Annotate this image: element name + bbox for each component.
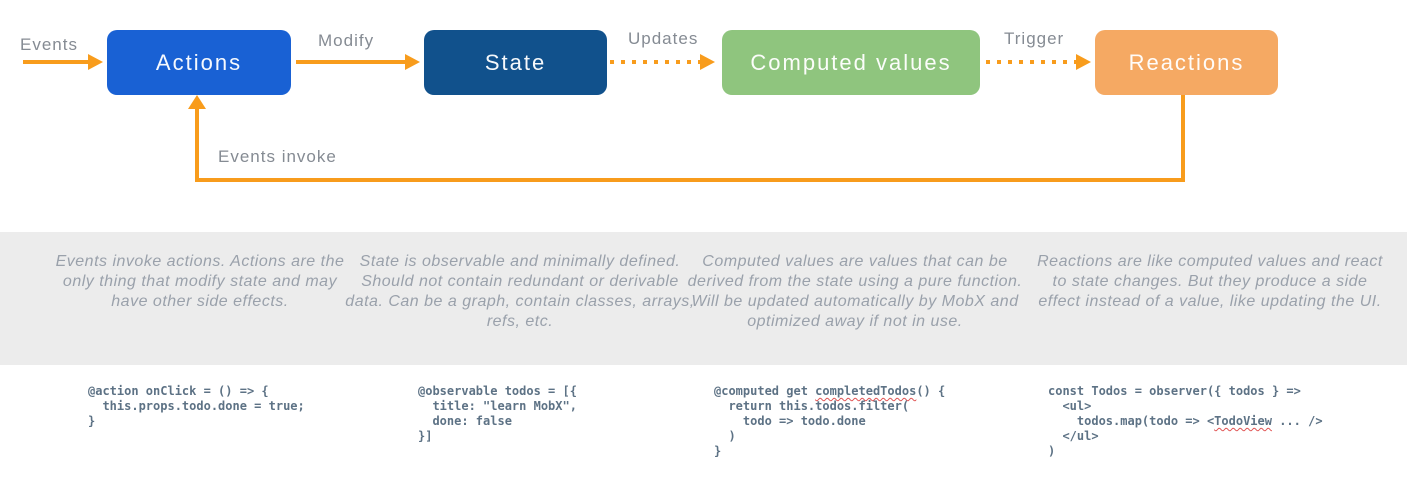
edge-label-updates: Updates xyxy=(628,29,699,48)
node-reactions: Reactions xyxy=(1095,30,1278,95)
updates-dotted-arrow-line xyxy=(610,60,700,64)
description-actions: Events invoke actions. Actions are the o… xyxy=(55,253,345,310)
node-actions: Actions xyxy=(107,30,291,95)
description-reactions: Reactions are like computed values and r… xyxy=(1037,253,1383,310)
node-reactions-label: Reactions xyxy=(1128,49,1245,75)
node-state-label: State xyxy=(484,49,547,75)
feedback-line-vertical-left xyxy=(195,108,199,178)
code-sample-computed: @computed get completedTodos() { return … xyxy=(714,384,946,458)
description-state: State is observable and minimally define… xyxy=(345,253,695,330)
code-sample-observer: const Todos = observer({ todos } => <ul>… xyxy=(1048,384,1323,458)
code-sample-action: @action onClick = () => { this.props.tod… xyxy=(88,384,305,428)
trigger-dotted-arrow-line xyxy=(986,60,1076,64)
modify-arrowhead-icon xyxy=(405,54,420,70)
edge-label-events-invoke: Events invoke xyxy=(218,147,337,166)
modify-arrow-line xyxy=(296,60,406,64)
descriptions-band xyxy=(0,232,1407,365)
edge-label-trigger: Trigger xyxy=(1004,29,1065,48)
feedback-arrowhead-up-icon xyxy=(188,95,206,109)
node-computed-values: Computed values xyxy=(722,30,980,95)
feedback-line-vertical-right xyxy=(1181,95,1185,182)
code-sample-observable: @observable todos = [{ title: "learn Mob… xyxy=(418,384,577,443)
feedback-line-horizontal xyxy=(195,178,1185,182)
node-actions-label: Actions xyxy=(155,49,243,75)
description-computed-values: Computed values are values that can be d… xyxy=(687,253,1023,330)
edge-label-modify: Modify xyxy=(318,31,375,50)
node-state: State xyxy=(424,30,607,95)
node-computed-values-label: Computed values xyxy=(750,49,952,75)
trigger-arrowhead-icon xyxy=(1076,54,1091,70)
edge-label-events: Events xyxy=(20,35,78,54)
events-arrow-line xyxy=(23,60,89,64)
events-arrowhead-icon xyxy=(88,54,103,70)
updates-arrowhead-icon xyxy=(700,54,715,70)
